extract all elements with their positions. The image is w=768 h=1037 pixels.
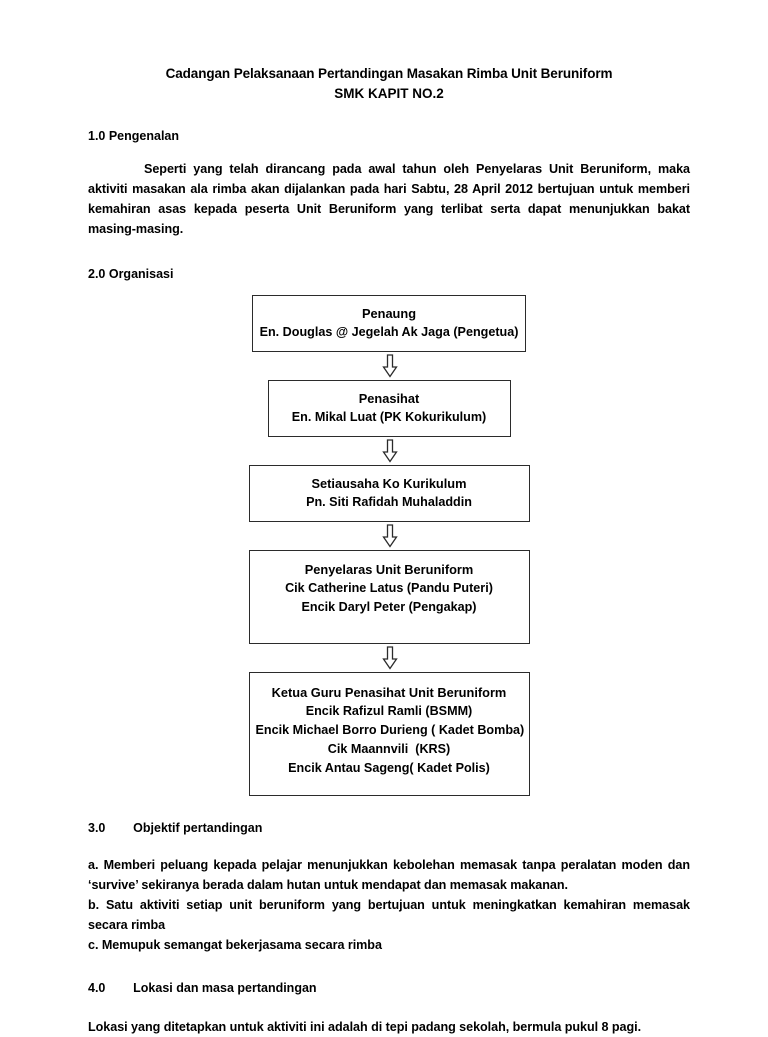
section-heading-2: 2.0 Organisasi: [88, 267, 174, 281]
org-box-person: Cik Catherine Latus (Pandu Puteri): [285, 581, 493, 595]
org-box-person: Encik Michael Borro Durieng ( Kadet Bomb…: [255, 723, 525, 737]
org-box-person: Encik Rafizul Ramli (BSMM): [305, 704, 473, 718]
section-4-paragraph: Lokasi yang ditetapkan untuk aktiviti in…: [88, 1020, 642, 1034]
org-box-setiausaha: Setiausaha Ko Kurikulum Pn. Siti Rafidah…: [248, 465, 530, 522]
org-box-role: Penaung: [361, 306, 417, 321]
down-arrow-icon: [381, 354, 399, 378]
section-heading-1: 1.0 Pengenalan: [88, 129, 180, 143]
section-heading-4: 4.0 Lokasi dan masa pertandingan: [88, 981, 317, 995]
section-1-paragraph: Seperti yang telah dirancang pada awal t…: [88, 162, 690, 236]
org-box-penyelaras: Penyelaras Unit Beruniform Cik Catherine…: [248, 550, 530, 644]
down-arrow-icon: [381, 524, 399, 548]
org-box-penaung: Penaung En. Douglas @ Jegelah Ak Jaga (P…: [252, 295, 526, 352]
org-box-ketua-guru-penasihat: Ketua Guru Penasihat Unit Beruniform Enc…: [248, 672, 530, 796]
objective-item-b: b. Satu aktiviti setiap unit beruniform …: [88, 898, 690, 932]
organisation-chart: Penaung En. Douglas @ Jegelah Ak Jaga (P…: [88, 295, 690, 796]
objective-item-c: c. Memupuk semangat bekerjasama secara r…: [88, 938, 382, 952]
org-box-role: Setiausaha Ko Kurikulum: [311, 476, 467, 491]
org-box-role: Ketua Guru Penasihat Unit Beruniform: [271, 685, 507, 700]
objective-item-a: a. Memberi peluang kepada pelajar menunj…: [88, 858, 690, 892]
org-box-person: En. Douglas @ Jegelah Ak Jaga (Pengetua): [259, 325, 519, 339]
down-arrow-icon: [381, 439, 399, 463]
org-box-person: Encik Daryl Peter (Pengakap): [301, 600, 477, 614]
org-box-role: Penasihat: [358, 391, 420, 406]
section-heading-3: 3.0 Objektif pertandingan: [88, 821, 263, 835]
org-box-role: Penyelaras Unit Beruniform: [304, 562, 474, 577]
document-title-line-2: SMK KAPIT NO.2: [334, 86, 444, 101]
org-box-person: Encik Antau Sageng( Kadet Polis): [288, 761, 490, 775]
org-box-person: En. Mikal Luat (PK Kokurikulum): [291, 410, 487, 424]
document-title-line-1: Cadangan Pelaksanaan Pertandingan Masaka…: [165, 66, 613, 81]
org-box-person: Cik Maannvili (KRS): [327, 742, 451, 756]
org-box-person: Pn. Siti Rafidah Muhaladdin: [306, 495, 472, 509]
org-box-penasihat: Penasihat En. Mikal Luat (PK Kokurikulum…: [267, 380, 511, 437]
down-arrow-icon: [381, 646, 399, 670]
